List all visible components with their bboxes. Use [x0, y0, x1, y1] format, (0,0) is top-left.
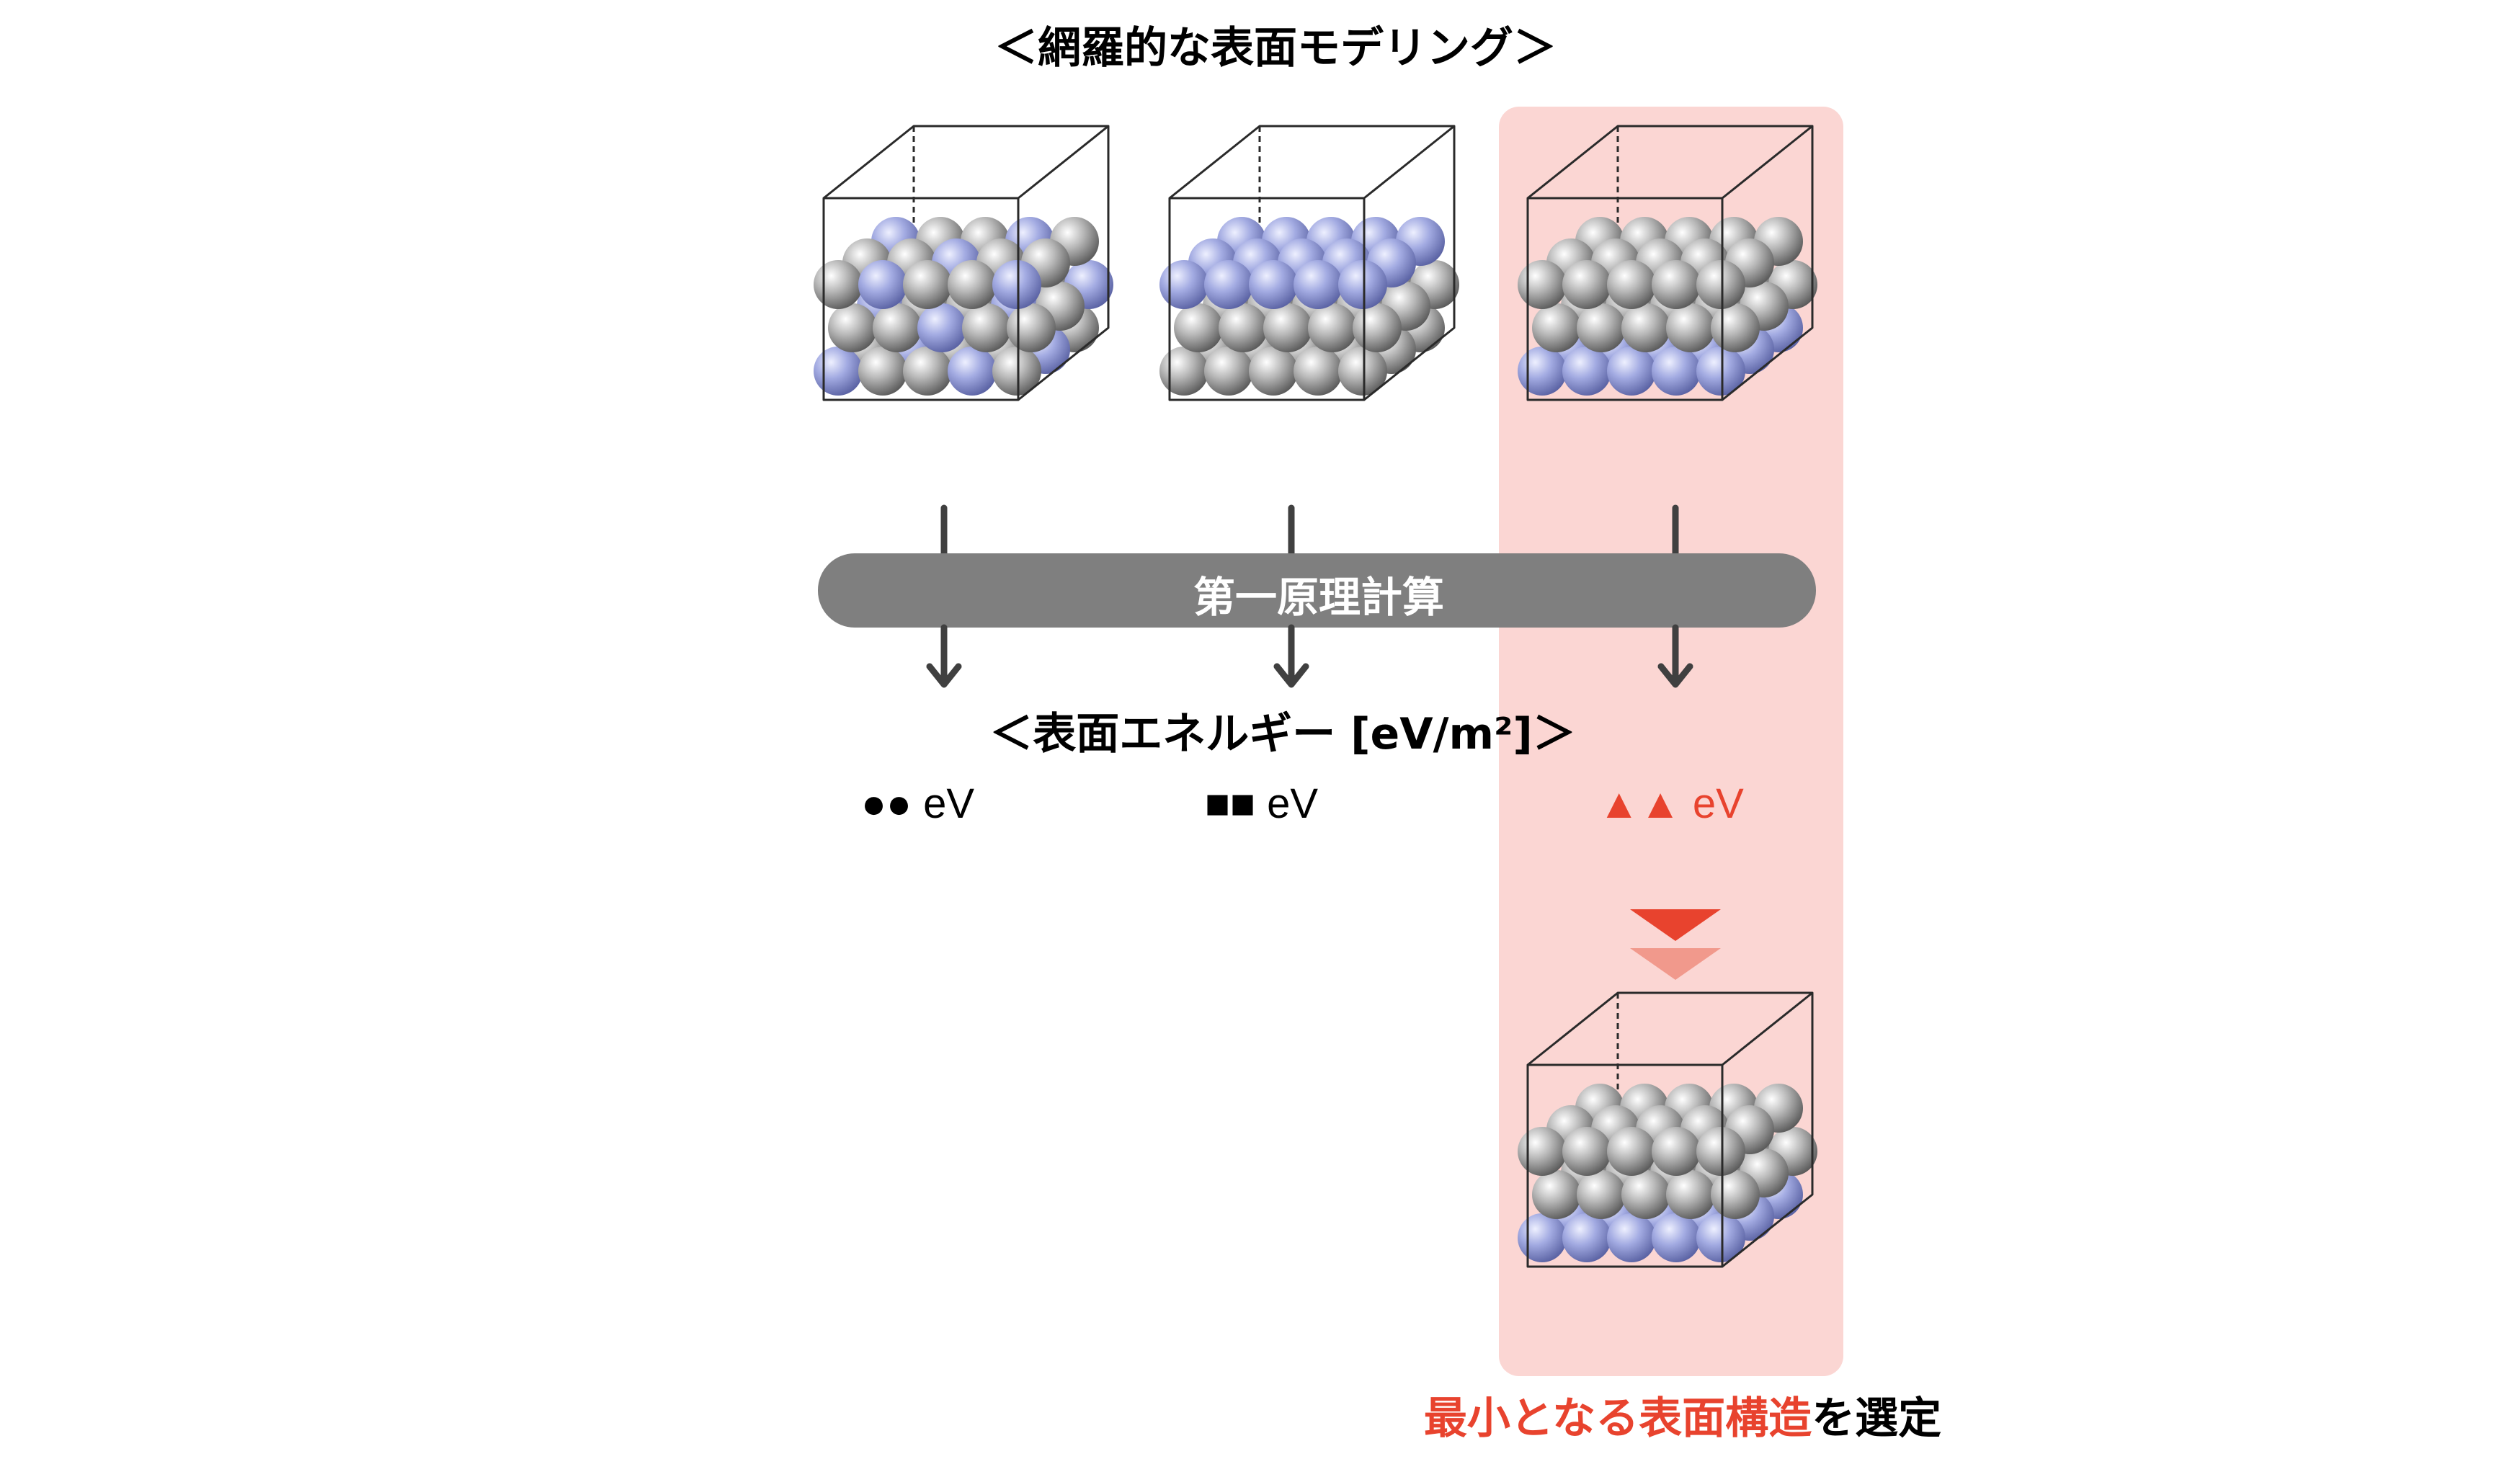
figure-title: ＜網羅的な表面モデリング＞: [994, 23, 1557, 73]
unit-cell-candidate-1: [814, 125, 1113, 401]
process-label: 第一原理計算: [1193, 573, 1444, 622]
input-arrows: [940, 504, 1679, 566]
selection-chevron-dark-icon: [1630, 909, 1721, 941]
conclusion-text: 最小となる表面構造を選定: [1384, 1383, 1982, 1446]
selected-candidate-highlight: [1499, 107, 1843, 1376]
energy-heading: ＜表面エネルギー [eV/m²]＞: [989, 709, 1576, 759]
energy-value-3: ▲▲ eV: [1598, 780, 1744, 827]
arrow-3-lower: [1657, 624, 1693, 688]
atom-slab: [814, 217, 1113, 396]
atom-slab: [1159, 217, 1459, 396]
unit-cell-selected: [1518, 991, 1817, 1268]
conclusion-rest: を選定: [1812, 1393, 1942, 1444]
selection-chevron-light-icon: [1630, 948, 1721, 980]
unit-cell-candidate-3: [1518, 125, 1817, 401]
atom-slab: [1518, 1084, 1817, 1262]
process-bar: [818, 553, 1816, 628]
arrow-1-lower: [926, 624, 962, 688]
energy-value-1: ●● eV: [861, 780, 975, 827]
unit-cell-candidate-2: [1159, 125, 1459, 401]
conclusion-highlight: 最小となる表面構造: [1423, 1393, 1812, 1444]
atom-slab: [1518, 217, 1817, 396]
arrow-2-lower: [1273, 624, 1309, 688]
output-arrows: [926, 624, 1693, 688]
energy-value-2: ■■ eV: [1205, 780, 1319, 827]
